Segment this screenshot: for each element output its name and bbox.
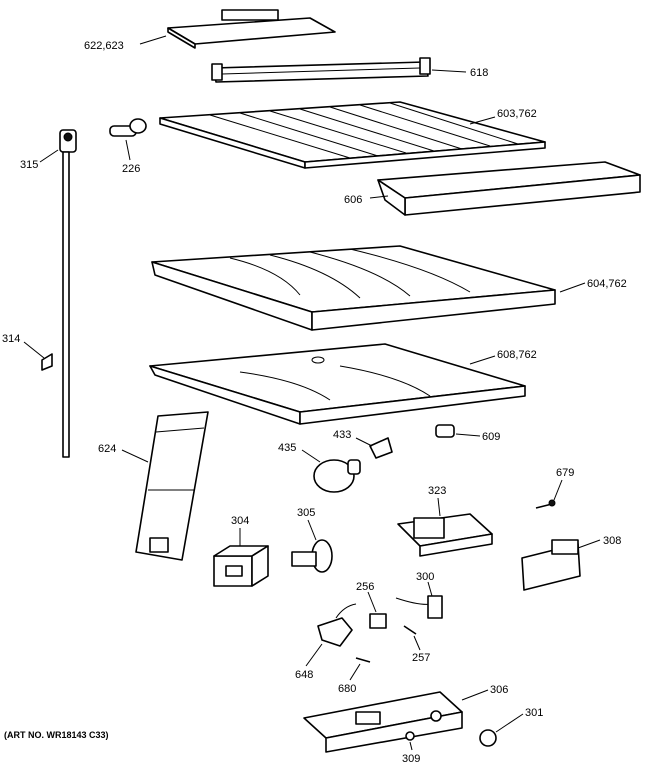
label-305: 305 bbox=[297, 507, 315, 519]
label-435: 435 bbox=[278, 442, 296, 454]
part-433-socket bbox=[369, 437, 393, 459]
label-256: 256 bbox=[356, 581, 374, 593]
part-679-screw bbox=[535, 499, 556, 509]
label-648: 648 bbox=[295, 669, 313, 681]
label-680: 680 bbox=[338, 683, 356, 695]
label-309: 309 bbox=[402, 753, 420, 765]
leader-609 bbox=[455, 433, 481, 437]
part-305-knob bbox=[291, 539, 333, 573]
label-609: 609 bbox=[482, 431, 500, 443]
leader-604 bbox=[559, 282, 586, 293]
leader-301 bbox=[495, 713, 524, 733]
label-315: 315 bbox=[20, 159, 38, 171]
leader-680 bbox=[349, 663, 361, 681]
part-603-762-shelf bbox=[159, 101, 546, 169]
leader-226 bbox=[125, 139, 131, 161]
part-315-rod bbox=[59, 129, 77, 458]
leader-300 bbox=[427, 581, 433, 597]
leader-309 bbox=[409, 741, 413, 751]
leader-308 bbox=[577, 539, 601, 549]
leader-315 bbox=[39, 149, 59, 163]
leader-603 bbox=[469, 116, 496, 125]
label-604-762: 604,762 bbox=[587, 278, 627, 290]
leader-622 bbox=[139, 35, 167, 45]
part-309-screw bbox=[405, 731, 415, 741]
part-606-channel bbox=[377, 161, 641, 216]
part-300-harness bbox=[395, 595, 443, 619]
part-680-screw bbox=[355, 657, 371, 663]
art-number: (ART NO. WR18143 C33) bbox=[4, 730, 109, 740]
part-622-623-cover bbox=[167, 9, 336, 49]
part-323-housing bbox=[397, 513, 493, 557]
part-301-knob bbox=[479, 729, 497, 747]
leader-323 bbox=[437, 497, 441, 517]
leader-305 bbox=[307, 519, 317, 541]
label-300: 300 bbox=[416, 571, 434, 583]
leader-648 bbox=[305, 643, 323, 667]
part-257-screw bbox=[403, 625, 417, 635]
leader-306 bbox=[461, 689, 489, 701]
label-618: 618 bbox=[470, 67, 488, 79]
label-606: 606 bbox=[344, 194, 362, 206]
leader-606 bbox=[369, 195, 389, 199]
part-256-switch bbox=[369, 613, 387, 629]
part-304-box bbox=[213, 545, 269, 587]
label-308: 308 bbox=[603, 535, 621, 547]
part-226-pin bbox=[109, 118, 147, 137]
leader-256 bbox=[367, 591, 377, 613]
label-624: 624 bbox=[98, 443, 116, 455]
label-608-762: 608,762 bbox=[497, 349, 537, 361]
label-622-623: 622,623 bbox=[84, 40, 124, 52]
leader-618 bbox=[431, 69, 467, 73]
part-604-762-frame bbox=[151, 245, 556, 331]
label-301: 301 bbox=[525, 707, 543, 719]
label-433: 433 bbox=[333, 429, 351, 441]
label-304: 304 bbox=[231, 515, 249, 527]
label-603-762: 603,762 bbox=[497, 108, 537, 120]
leader-257 bbox=[413, 635, 421, 651]
label-257: 257 bbox=[412, 652, 430, 664]
leader-624 bbox=[121, 449, 149, 463]
part-624-bracket bbox=[135, 411, 209, 561]
part-314-clip bbox=[41, 353, 53, 371]
leader-679 bbox=[553, 479, 563, 501]
label-306: 306 bbox=[490, 684, 508, 696]
part-306-housing bbox=[303, 691, 463, 753]
leader-314 bbox=[23, 341, 45, 359]
part-609-clip bbox=[435, 424, 455, 438]
part-308-bracket bbox=[521, 539, 581, 591]
part-608-762-plate bbox=[149, 343, 526, 425]
label-679: 679 bbox=[556, 467, 574, 479]
part-435-bulb bbox=[313, 459, 361, 493]
label-323: 323 bbox=[428, 485, 446, 497]
leader-433 bbox=[355, 437, 373, 447]
leader-435 bbox=[301, 449, 321, 463]
part-618-rail bbox=[211, 57, 431, 83]
label-314: 314 bbox=[2, 333, 20, 345]
label-226: 226 bbox=[122, 163, 140, 175]
leader-608 bbox=[469, 355, 496, 365]
part-648-relay bbox=[317, 603, 357, 647]
